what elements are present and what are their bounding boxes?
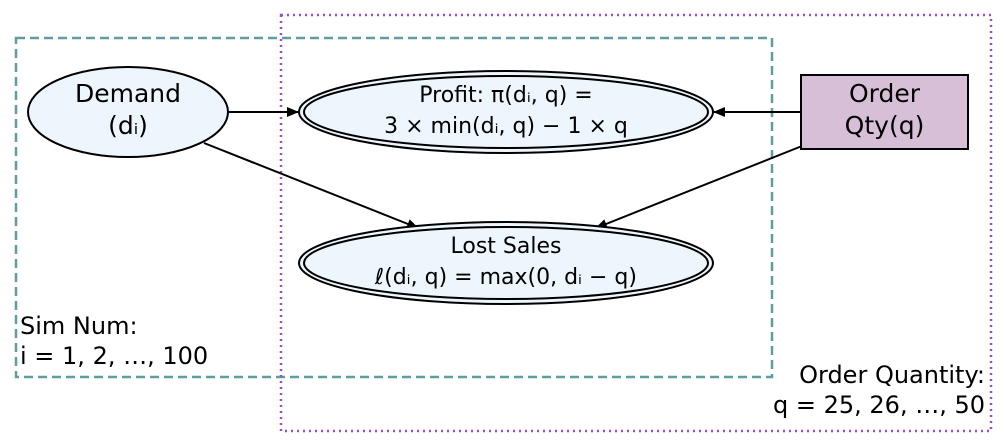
order-qty-symbol: Qty(q) bbox=[844, 111, 925, 140]
profit-formula: 3 × min(dᵢ, q) − 1 × q bbox=[384, 114, 628, 139]
edge-demand-to-lost-sales bbox=[203, 142, 419, 229]
demand-node bbox=[27, 66, 229, 158]
order-plate-index: q = 25, 26, …, 50 bbox=[773, 391, 985, 419]
profit-node-outer bbox=[298, 70, 714, 154]
order-plate-label: Order Quantity: q = 25, 26, …, 50 bbox=[773, 360, 985, 420]
sim-plate-label: Sim Num: i = 1, 2, …, 100 bbox=[20, 311, 208, 371]
order-quantity-plate bbox=[279, 13, 993, 433]
sim-plate bbox=[14, 36, 774, 379]
lost-sales-node-outer bbox=[298, 221, 714, 305]
lost-sales-formula: ℓ(dᵢ, q) = max(0, dᵢ − q) bbox=[375, 265, 637, 290]
order-qty-node bbox=[800, 74, 969, 150]
profit-node-inner bbox=[303, 75, 709, 149]
sim-plate-index: i = 1, 2, …, 100 bbox=[20, 342, 209, 370]
profit-title: Profit: π(dᵢ, q) = bbox=[419, 83, 593, 108]
demand-label: Demand (dᵢ) bbox=[28, 78, 228, 142]
profit-label: Profit: π(dᵢ, q) = 3 × min(dᵢ, q) − 1 × … bbox=[300, 80, 712, 142]
order-plate-title: Order Quantity: bbox=[799, 361, 985, 389]
demand-title: Demand bbox=[74, 79, 182, 108]
demand-symbol: (dᵢ) bbox=[108, 111, 148, 140]
lost-sales-node-inner bbox=[303, 226, 709, 300]
lost-sales-label: Lost Sales ℓ(dᵢ, q) = max(0, dᵢ − q) bbox=[300, 231, 712, 293]
sim-plate-title: Sim Num: bbox=[20, 312, 138, 340]
order-qty-label: Order Qty(q) bbox=[801, 78, 968, 142]
edge-order-to-lost-sales bbox=[595, 145, 803, 229]
lost-sales-title: Lost Sales bbox=[450, 234, 562, 259]
order-qty-title: Order bbox=[848, 79, 921, 108]
